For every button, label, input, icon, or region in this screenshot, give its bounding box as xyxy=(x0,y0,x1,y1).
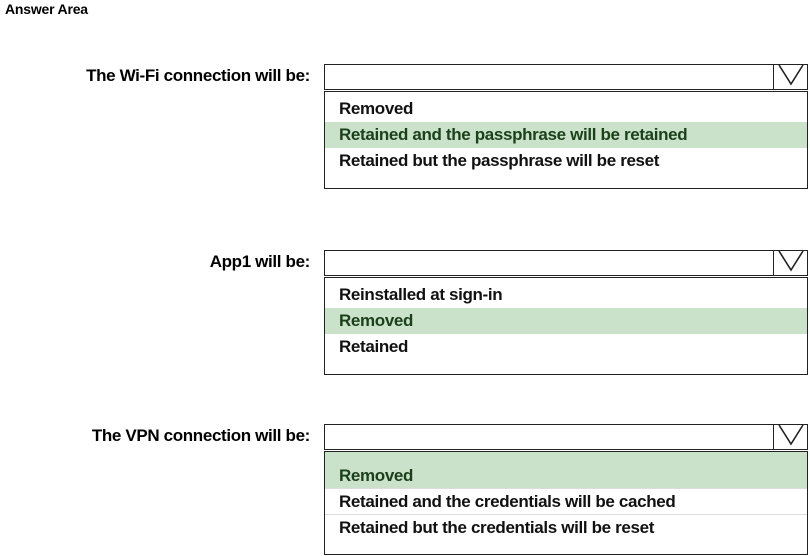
dropdown-wifi-option-list: Removed Retained and the passphrase will… xyxy=(324,91,808,189)
page-title: Answer Area xyxy=(5,1,88,17)
dropdown-app1-option-1[interactable]: Removed xyxy=(325,308,807,334)
dropdown-vpn-option-list: Removed Retained and the credentials wil… xyxy=(324,451,808,555)
dropdown-vpn-option-2[interactable]: Retained but the credentials will be res… xyxy=(325,514,807,540)
dropdown-app1: Reinstalled at sign-in Removed Retained xyxy=(324,250,808,375)
dropdown-wifi-combobox[interactable] xyxy=(324,64,808,90)
dropdown-vpn: Removed Retained and the credentials wil… xyxy=(324,424,808,555)
dropdown-vpn-option-0[interactable]: Removed xyxy=(325,452,807,488)
dropdown-wifi-list-padding xyxy=(325,174,807,188)
dropdown-app1-list-padding xyxy=(325,360,807,374)
dropdown-app1-combobox[interactable] xyxy=(324,250,808,276)
dropdown-app1-option-2[interactable]: Retained xyxy=(325,334,807,360)
dropdown-app1-option-list: Reinstalled at sign-in Removed Retained xyxy=(324,277,808,375)
question-label-app1: App1 will be: xyxy=(209,252,311,271)
chevron-down-icon[interactable] xyxy=(773,64,807,89)
chevron-down-icon[interactable] xyxy=(773,250,807,275)
dropdown-app1-option-0[interactable]: Reinstalled at sign-in xyxy=(325,282,807,308)
dropdown-wifi-option-1[interactable]: Retained and the passphrase will be reta… xyxy=(325,122,807,148)
question-label-wifi: The Wi-Fi connection will be: xyxy=(86,66,310,85)
dropdown-vpn-combobox[interactable] xyxy=(324,424,808,450)
dropdown-vpn-list-padding xyxy=(325,540,807,554)
dropdown-wifi: Removed Retained and the passphrase will… xyxy=(324,64,808,189)
dropdown-wifi-option-2[interactable]: Retained but the passphrase will be rese… xyxy=(325,148,807,174)
chevron-down-icon[interactable] xyxy=(773,424,807,449)
question-label-vpn: The VPN connection will be: xyxy=(91,426,311,445)
dropdown-wifi-option-0[interactable]: Removed xyxy=(325,96,807,122)
dropdown-vpn-option-1[interactable]: Retained and the credentials will be cac… xyxy=(325,488,807,514)
